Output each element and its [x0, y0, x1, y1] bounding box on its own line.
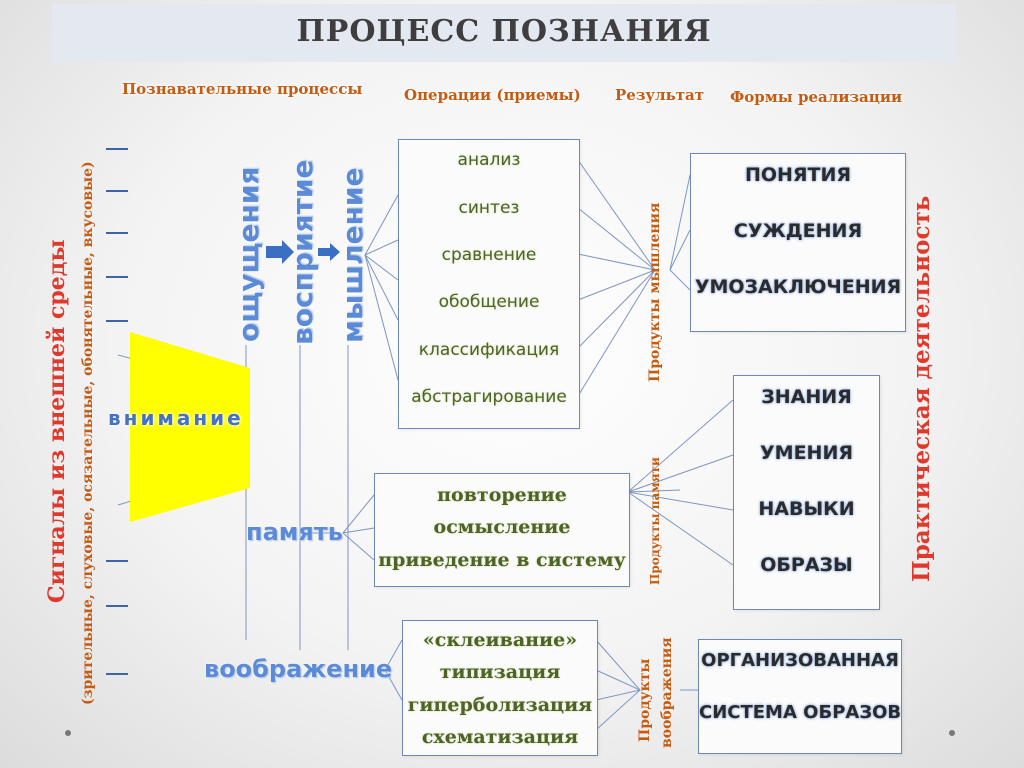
result-item: ПОНЯТИЯ	[744, 164, 852, 186]
operation-item: приведение в систему	[378, 549, 626, 571]
process-thinking: мышление	[336, 167, 369, 343]
header-result: Результат	[615, 86, 705, 104]
operation-item: схематизация	[421, 726, 579, 748]
operation-item: повторение	[437, 484, 567, 506]
title-bar	[52, 4, 956, 62]
signals-sublabel: (зрительные, слуховые, осязательные, обо…	[80, 161, 96, 705]
signal-tick	[106, 560, 128, 562]
process-perception: восприятие	[286, 159, 319, 345]
header-operations: Операции (приемы)	[404, 86, 581, 104]
signal-tick	[106, 190, 128, 192]
memory-operations-box: повторение осмысление приведение в систе…	[374, 473, 630, 587]
operation-item: обобщение	[438, 292, 540, 312]
products-imagination-label-2: воображения	[659, 637, 675, 748]
signals-label: Сигналы из внешней среды	[44, 239, 70, 603]
signal-tick	[106, 232, 128, 234]
operation-item: «склеивание»	[422, 629, 578, 651]
products-memory-label: Продукты памяти	[648, 457, 662, 585]
result-item: ОБРАЗЫ	[760, 554, 853, 576]
process-memory: память	[246, 518, 343, 546]
operation-item: синтез	[458, 198, 520, 218]
operation-item: анализ	[457, 150, 521, 170]
products-thinking-label: Продукты мышления	[647, 202, 663, 382]
result-item: УМЕНИЯ	[760, 442, 853, 464]
imagination-operations-box: «склеивание» типизация гиперболизация сх…	[402, 620, 598, 756]
signal-tick	[106, 148, 128, 150]
result-item: ОРГАНИЗОВАННАЯ	[701, 650, 899, 671]
attention-label: внимание	[108, 406, 244, 430]
process-sensation: ощущения	[232, 166, 265, 342]
signal-tick	[106, 673, 128, 675]
signal-tick	[106, 276, 128, 278]
result-item: НАВЫКИ	[758, 498, 855, 520]
imagination-results-box: ОРГАНИЗОВАННАЯ СИСТЕМА ОБРАЗОВ	[698, 639, 902, 754]
signal-tick	[106, 605, 128, 607]
thinking-operations-box: анализ синтез сравнение обобщение класси…	[398, 139, 580, 429]
products-imagination-label-1: Продукты	[637, 658, 653, 742]
result-item: СУЖДЕНИЯ	[733, 220, 863, 242]
practice-label: Практическая деятельность	[908, 195, 935, 582]
operation-item: гиперболизация	[407, 694, 593, 716]
result-item: СИСТЕМА ОБРАЗОВ	[699, 702, 902, 723]
operation-item: типизация	[439, 661, 561, 683]
operation-item: абстрагирование	[411, 387, 567, 407]
signal-tick	[106, 320, 128, 322]
memory-results-box: ЗНАНИЯ УМЕНИЯ НАВЫКИ ОБРАЗЫ	[733, 375, 880, 610]
operation-item: классификация	[418, 340, 560, 360]
result-item: УМОЗАКЛЮЧЕНИЯ	[694, 276, 902, 298]
header-processes: Познавательные процессы	[122, 80, 363, 98]
result-item: ЗНАНИЯ	[761, 386, 852, 408]
header-forms: Формы реализации	[730, 88, 903, 106]
operation-item: сравнение	[441, 245, 537, 265]
operation-item: осмысление	[433, 516, 571, 538]
thinking-results-box: ПОНЯТИЯ СУЖДЕНИЯ УМОЗАКЛЮЧЕНИЯ	[690, 153, 906, 332]
page-title: ПРОЦЕСС ПОЗНАНИЯ	[296, 14, 712, 49]
process-imagination: воображение	[204, 655, 393, 683]
